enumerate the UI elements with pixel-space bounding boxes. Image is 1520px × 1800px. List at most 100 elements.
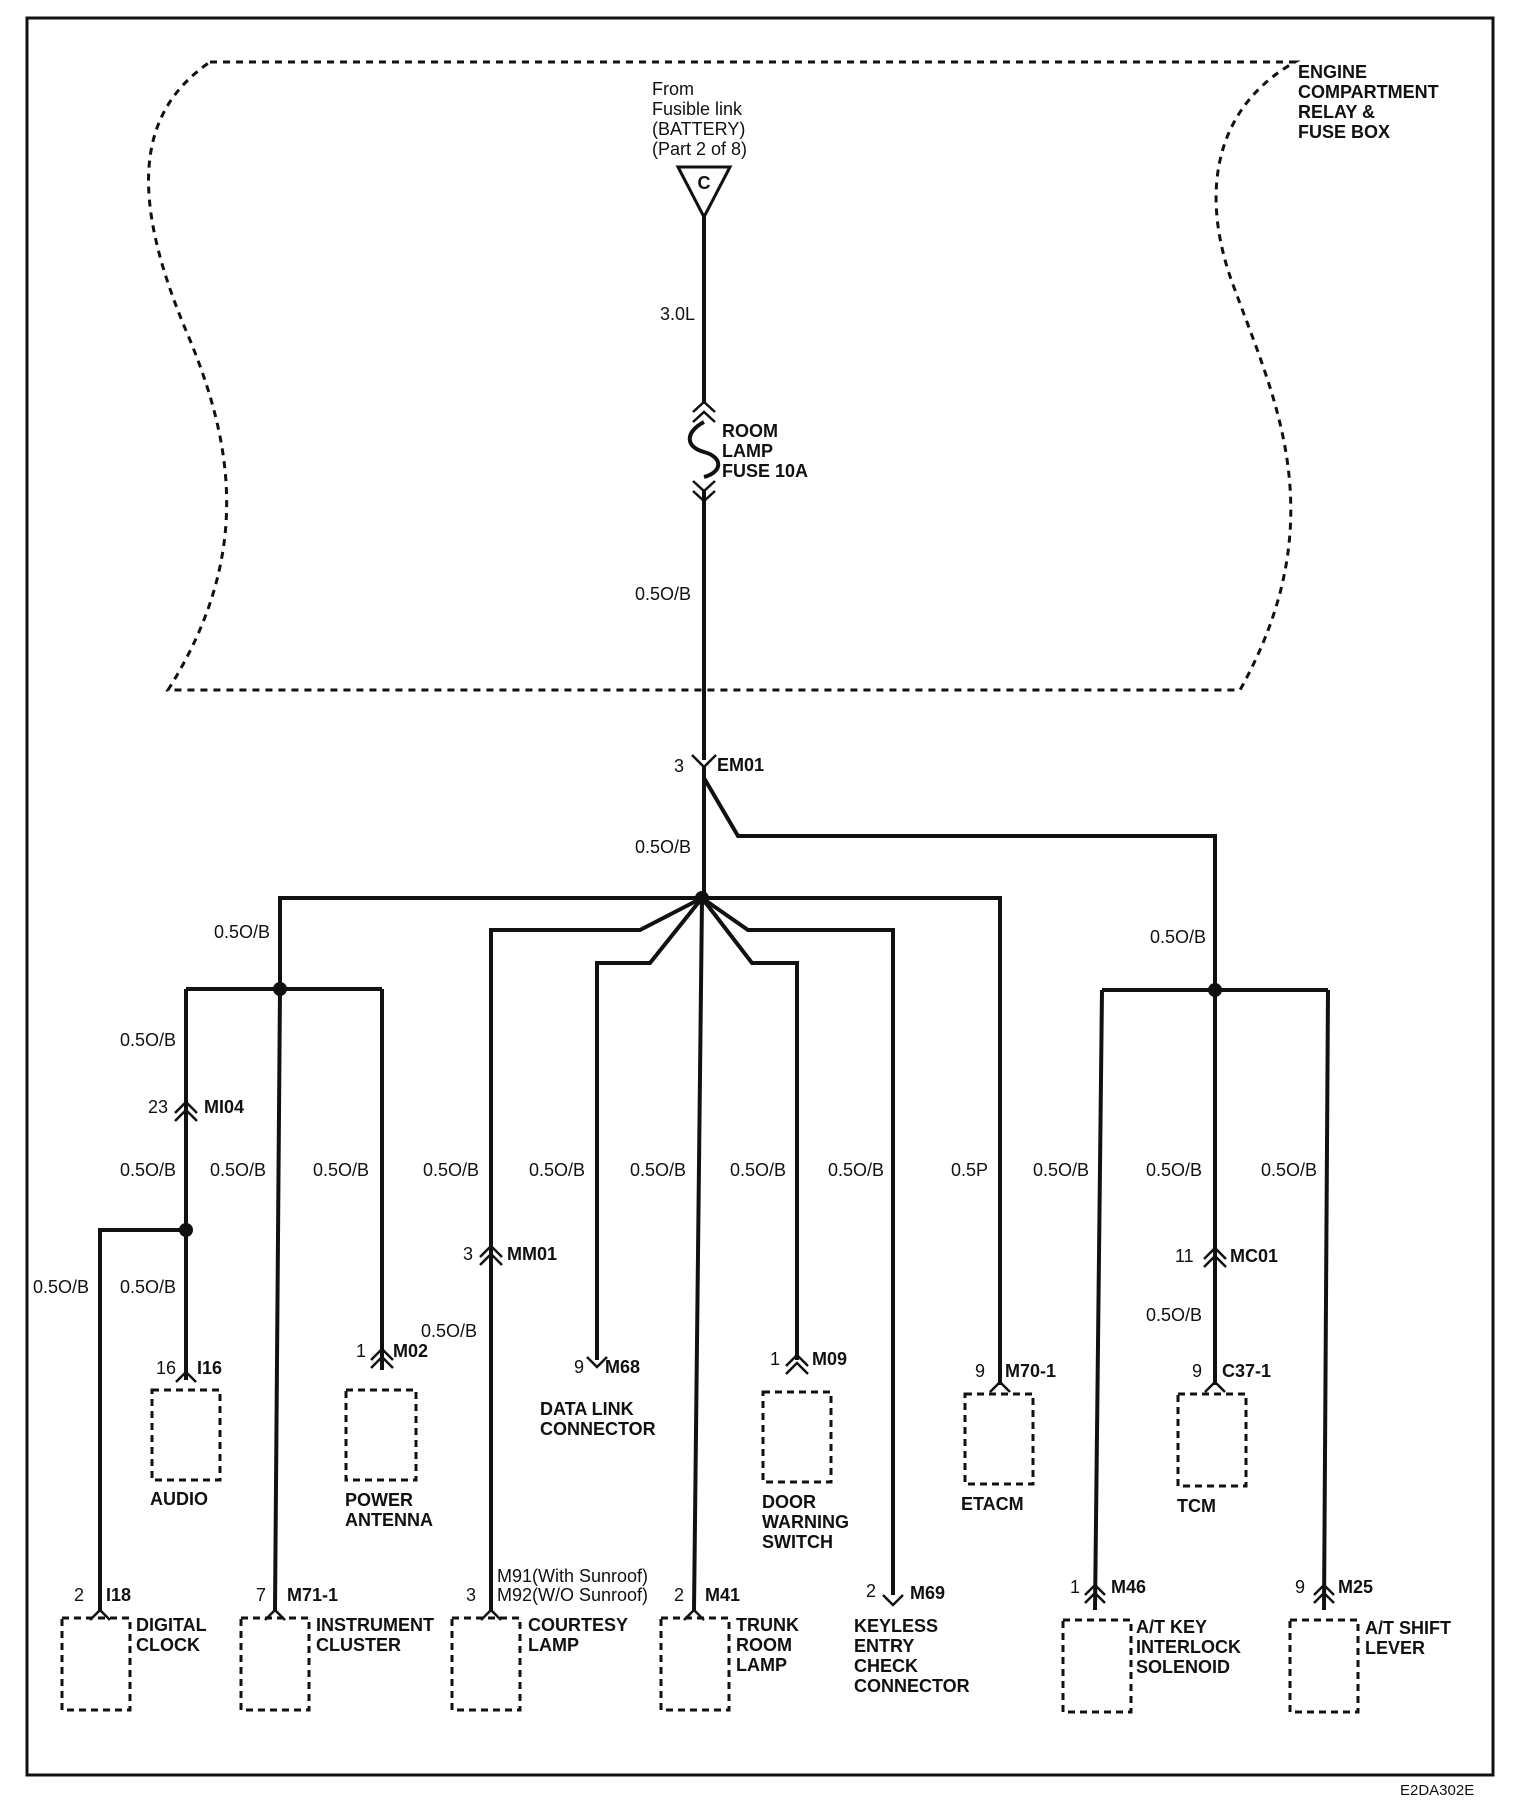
svg-text:2: 2 bbox=[674, 1585, 684, 1605]
component-audio: 16 I16 AUDIO bbox=[150, 1358, 222, 1509]
svg-text:M02: M02 bbox=[393, 1341, 428, 1361]
left-trunk-wire bbox=[278, 896, 702, 989]
svg-text:Fusible link: Fusible link bbox=[652, 99, 743, 119]
component-door-warning-switch: 1 M09 DOOR WARNING SWITCH bbox=[761, 1349, 849, 1552]
wire-right-trunk-label: 0.5O/B bbox=[1150, 927, 1206, 947]
component-instrument-cluster: 7 M71-1 INSTRUMENT CLUSTER bbox=[239, 1585, 434, 1712]
svg-text:SWITCH: SWITCH bbox=[762, 1532, 833, 1552]
svg-text:COURTESY: COURTESY bbox=[528, 1615, 628, 1635]
component-etacm: 9 M70-1 ETACM bbox=[961, 1361, 1056, 1514]
mc01-connector-symbol bbox=[1203, 1246, 1227, 1268]
svg-text:A/T SHIFT: A/T SHIFT bbox=[1365, 1618, 1451, 1638]
component-keyless-entry-check-connector: 2 M69 KEYLESS ENTRY CHECK CONNECTOR bbox=[854, 1581, 970, 1696]
svg-text:(Part 2 of 8): (Part 2 of 8) bbox=[652, 139, 747, 159]
fuse-box-label: ENGINE COMPARTMENT RELAY & FUSE BOX bbox=[1298, 62, 1439, 142]
svg-text:1: 1 bbox=[770, 1349, 780, 1369]
em01-pin: 3 bbox=[674, 756, 684, 776]
fuse-label: ROOM LAMP FUSE 10A bbox=[722, 421, 808, 481]
svg-text:M25: M25 bbox=[1338, 1577, 1373, 1597]
fuse-box-outline bbox=[147, 60, 1301, 692]
svg-text:TCM: TCM bbox=[1177, 1496, 1216, 1516]
svg-text:M46: M46 bbox=[1111, 1577, 1146, 1597]
svg-text:From: From bbox=[652, 79, 694, 99]
svg-text:ENTRY: ENTRY bbox=[854, 1636, 914, 1656]
wire-door-label: 0.5O/B bbox=[730, 1160, 786, 1180]
component-at-shift-lever: 9 M25 A/T SHIFT LEVER bbox=[1288, 1577, 1451, 1714]
svg-text:M41: M41 bbox=[705, 1585, 740, 1605]
etacm-wire bbox=[702, 896, 1002, 1385]
svg-text:ROOM: ROOM bbox=[722, 421, 778, 441]
component-trunk-room-lamp: 2 M41 TRUNK ROOM LAMP bbox=[659, 1585, 799, 1712]
source-symbol-letter: C bbox=[698, 173, 711, 193]
wire-courtesy-down-label: 0.5O/B bbox=[421, 1321, 477, 1341]
svg-text:M69: M69 bbox=[910, 1583, 945, 1603]
svg-text:9: 9 bbox=[1295, 1577, 1305, 1597]
wire-shift-label: 0.5O/B bbox=[1261, 1160, 1317, 1180]
wire-tcm-down-label: 0.5O/B bbox=[1146, 1305, 1202, 1325]
svg-text:1: 1 bbox=[1070, 1577, 1080, 1597]
wire-out-label: 0.5O/B bbox=[635, 584, 691, 604]
svg-text:M71-1: M71-1 bbox=[287, 1585, 338, 1605]
svg-text:ANTENNA: ANTENNA bbox=[345, 1510, 433, 1530]
svg-text:9: 9 bbox=[574, 1357, 584, 1377]
wire-etacm-label: 0.5P bbox=[951, 1160, 988, 1180]
wire-tcm-up-label: 0.5O/B bbox=[1146, 1160, 1202, 1180]
wire-trunk-label: 0.5O/B bbox=[630, 1160, 686, 1180]
svg-text:DIGITAL: DIGITAL bbox=[136, 1615, 207, 1635]
clock-wire bbox=[98, 1228, 186, 1610]
mc01-name: MC01 bbox=[1230, 1246, 1278, 1266]
diagram-code: E2DA302E bbox=[1400, 1782, 1474, 1799]
wire-cluster-label: 0.5O/B bbox=[210, 1160, 266, 1180]
svg-text:FUSE BOX: FUSE BOX bbox=[1298, 122, 1390, 142]
cluster-wire bbox=[273, 988, 282, 1611]
trunk-wire bbox=[692, 897, 704, 1611]
svg-text:ROOM: ROOM bbox=[736, 1635, 792, 1655]
wire-audio-up-label: 0.5O/B bbox=[120, 1030, 176, 1050]
svg-text:I18: I18 bbox=[106, 1585, 131, 1605]
right-trunk-wire bbox=[702, 776, 1217, 990]
svg-text:LEVER: LEVER bbox=[1365, 1638, 1425, 1658]
svg-text:SOLENOID: SOLENOID bbox=[1136, 1657, 1230, 1677]
svg-text:CLOCK: CLOCK bbox=[136, 1635, 200, 1655]
dlc-wire bbox=[595, 896, 704, 1360]
courtesy-wire bbox=[489, 896, 703, 1610]
mc01-pin: 11 bbox=[1175, 1246, 1194, 1266]
component-digital-clock: 2 I18 DIGITAL CLOCK bbox=[60, 1585, 207, 1712]
svg-text:WARNING: WARNING bbox=[762, 1512, 849, 1532]
svg-text:2: 2 bbox=[866, 1581, 876, 1601]
source-triangle-symbol bbox=[675, 165, 733, 221]
svg-text:TRUNK: TRUNK bbox=[736, 1615, 799, 1635]
svg-text:POWER: POWER bbox=[345, 1490, 413, 1510]
svg-text:7: 7 bbox=[256, 1585, 266, 1605]
svg-text:ENGINE: ENGINE bbox=[1298, 62, 1367, 82]
mi04-name: MI04 bbox=[204, 1097, 244, 1117]
source-label: From Fusible link (BATTERY) (Part 2 of 8… bbox=[652, 79, 747, 159]
svg-text:A/T KEY: A/T KEY bbox=[1136, 1617, 1207, 1637]
mi04-pin: 23 bbox=[148, 1097, 168, 1117]
svg-text:INSTRUMENT: INSTRUMENT bbox=[316, 1615, 434, 1635]
wire-dlc-label: 0.5O/B bbox=[529, 1160, 585, 1180]
svg-text:LAMP: LAMP bbox=[528, 1635, 579, 1655]
svg-text:FUSE 10A: FUSE 10A bbox=[722, 461, 808, 481]
wire-clock-label: 0.5O/B bbox=[33, 1277, 89, 1297]
svg-text:16: 16 bbox=[156, 1358, 176, 1378]
wire-feed-label: 3.0L bbox=[660, 304, 695, 324]
component-tcm: 9 C37-1 TCM bbox=[1176, 1361, 1271, 1516]
mm01-pin: 3 bbox=[463, 1244, 473, 1264]
door-wire bbox=[700, 896, 799, 1360]
diagram-frame bbox=[25, 16, 1495, 1777]
wire-audio-label: 0.5O/B bbox=[120, 1277, 176, 1297]
svg-text:1: 1 bbox=[356, 1341, 366, 1361]
component-power-antenna: 1 M02 POWER ANTENNA bbox=[344, 1341, 433, 1530]
component-at-key-interlock-solenoid: 1 M46 A/T KEY INTERLOCK SOLENOID bbox=[1061, 1577, 1241, 1714]
svg-text:RELAY &: RELAY & bbox=[1298, 102, 1375, 122]
wire-courtesy-up-label: 0.5O/B bbox=[423, 1160, 479, 1180]
svg-text:I16: I16 bbox=[197, 1358, 222, 1378]
wire-antenna-label: 0.5O/B bbox=[313, 1160, 369, 1180]
svg-text:ETACM: ETACM bbox=[961, 1494, 1024, 1514]
svg-text:DOOR: DOOR bbox=[762, 1492, 816, 1512]
shift-wire bbox=[1322, 989, 1330, 1611]
mi04-connector-symbol bbox=[174, 1100, 198, 1122]
svg-text:INTERLOCK: INTERLOCK bbox=[1136, 1637, 1241, 1657]
